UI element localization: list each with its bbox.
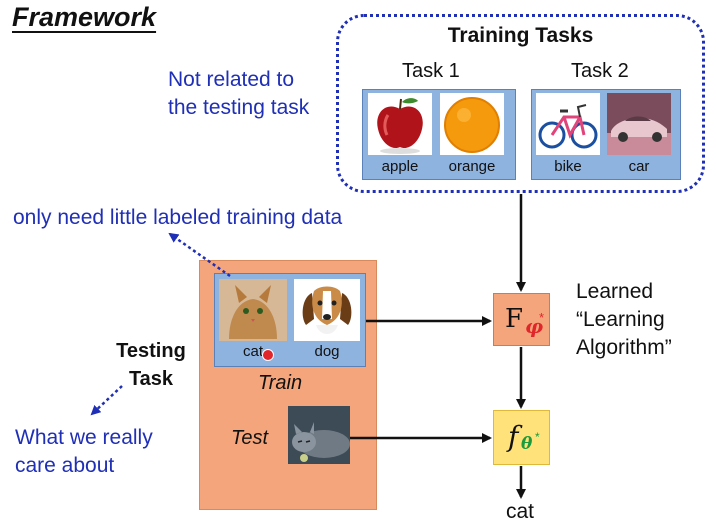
learned-algorithm-box: F φ * bbox=[493, 293, 550, 346]
learned-algorithm-caption: Learned “Learning Algorithm” bbox=[576, 278, 672, 362]
little-data-note: only need little labeled training data bbox=[13, 206, 343, 229]
arrow-to-really-care-note bbox=[90, 385, 123, 416]
apple-caption: apple bbox=[381, 158, 419, 175]
car-image bbox=[607, 93, 671, 155]
test-label: Test bbox=[231, 427, 269, 449]
really-care-line1: What we really bbox=[15, 426, 153, 449]
testing-task-label: Testing Task bbox=[103, 337, 199, 393]
learned-function-box: f θ * bbox=[493, 410, 550, 465]
orange-caption: orange bbox=[448, 158, 496, 175]
really-care-note: What we really care about bbox=[15, 424, 153, 480]
really-care-line2: care about bbox=[15, 454, 115, 477]
bike-image bbox=[536, 93, 600, 155]
test-cat-image bbox=[288, 406, 350, 464]
not-related-line1: Not related to bbox=[168, 68, 295, 91]
phi-symbol: φ bbox=[525, 314, 544, 338]
learned-line3: Algorithm” bbox=[576, 336, 672, 359]
theta-star: * bbox=[535, 430, 540, 444]
output-label: cat bbox=[506, 500, 535, 523]
training-tasks-box bbox=[336, 14, 705, 193]
page-title: Framework bbox=[12, 2, 157, 32]
dog-caption: dog bbox=[314, 343, 340, 360]
dog-image bbox=[294, 279, 360, 341]
cat-caption: cat bbox=[242, 343, 263, 360]
arrow-to-little-data-note bbox=[168, 232, 231, 278]
learned-line1: Learned bbox=[576, 280, 654, 303]
learned-line2: “Learning bbox=[576, 308, 665, 331]
F-symbol: F bbox=[505, 304, 524, 334]
task1-label: Task 1 bbox=[402, 60, 460, 82]
training-tasks-heading: Training Tasks bbox=[447, 24, 594, 47]
testing-task-line1: Testing bbox=[116, 340, 186, 362]
cursor-dot-icon bbox=[262, 349, 274, 361]
task2-label: Task 2 bbox=[571, 60, 629, 82]
bike-caption: bike bbox=[554, 158, 582, 175]
testing-task-line2: Task bbox=[128, 368, 174, 390]
apple-image bbox=[368, 93, 432, 155]
cat-image bbox=[219, 279, 287, 341]
train-label: Train bbox=[258, 372, 303, 394]
not-related-note: Not related to the testing task bbox=[168, 66, 309, 122]
orange-image bbox=[440, 93, 504, 155]
car-caption: car bbox=[628, 158, 650, 175]
not-related-line2: the testing task bbox=[168, 96, 310, 119]
phi-star: * bbox=[539, 310, 545, 325]
f-symbol: f bbox=[508, 420, 519, 453]
theta-symbol: θ bbox=[521, 434, 533, 454]
